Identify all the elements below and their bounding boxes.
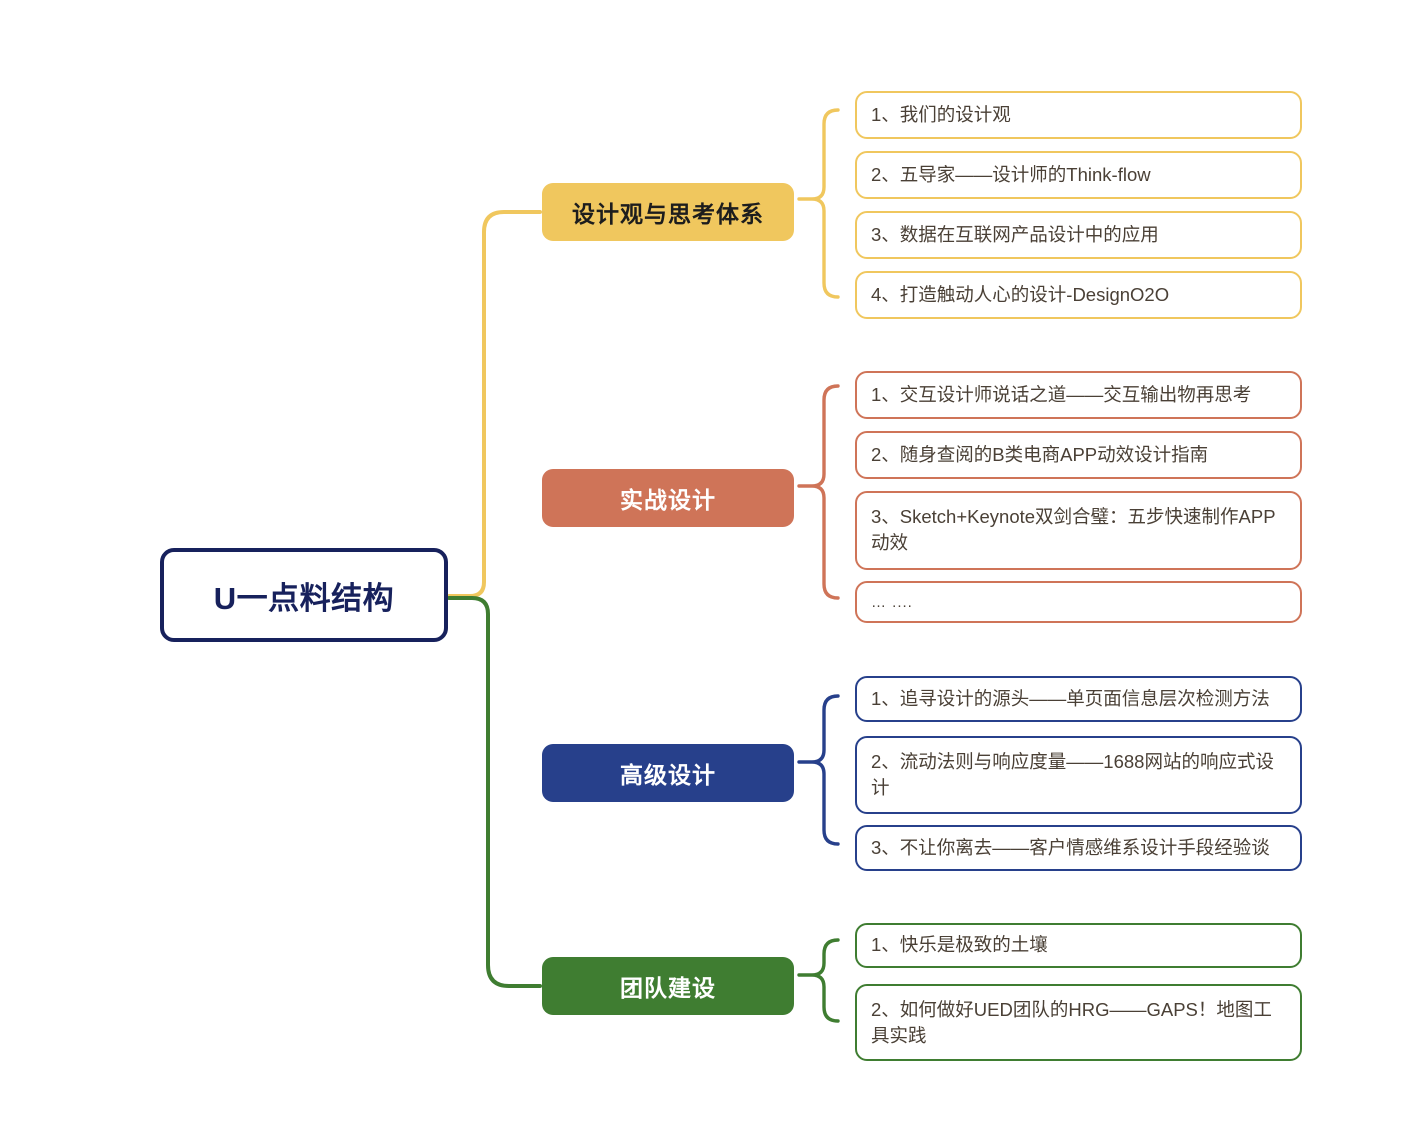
leaf-text: 3、Sketch+Keynote双剑合璧：五步快速制作APP动效 [871,506,1276,554]
leaf-node-3-2[interactable]: 2、流动法则与响应度量——1688网站的响应式设计 [855,736,1302,814]
connector-root-to-branch-1 [447,210,542,598]
leaf-node-1-2[interactable]: 2、五导家——设计师的Think-flow [855,151,1302,199]
leaf-node-2-4[interactable]: … .... [855,581,1302,623]
leaf-text: 2、随身查阅的B类电商APP动效设计指南 [871,443,1209,465]
leaf-text: 1、交互设计师说话之道——交互输出物再思考 [871,383,1252,405]
brace-branch-4 [797,938,840,1023]
leaf-text: 1、我们的设计观 [871,103,1011,125]
leaf-text: 2、如何做好UED团队的HRG——GAPS！地图工具实践 [871,999,1272,1047]
leaf-node-1-3[interactable]: 3、数据在互联网产品设计中的应用 [855,211,1302,259]
leaf-text: … .... [871,593,913,611]
brace-branch-2 [797,384,840,600]
leaf-text: 1、追寻设计的源头——单页面信息层次检测方法 [871,687,1270,709]
leaf-text: 2、流动法则与响应度量——1688网站的响应式设计 [871,751,1274,799]
leaf-node-2-3[interactable]: 3、Sketch+Keynote双剑合璧：五步快速制作APP动效 [855,491,1302,570]
leaf-node-4-1[interactable]: 1、快乐是极致的土壤 [855,923,1302,968]
leaf-node-1-4[interactable]: 4、打造触动人心的设计-DesignO2O [855,271,1302,319]
leaf-text: 1、快乐是极致的土壤 [871,934,1048,956]
leaf-text: 2、五导家——设计师的Think-flow [871,163,1151,185]
leaf-node-1-1[interactable]: 1、我们的设计观 [855,91,1302,139]
leaf-text: 4、打造触动人心的设计-DesignO2O [871,283,1170,305]
leaf-node-2-2[interactable]: 2、随身查阅的B类电商APP动效设计指南 [855,431,1302,479]
connector-root-to-branch-4 [447,596,542,988]
leaf-node-4-2[interactable]: 2、如何做好UED团队的HRG——GAPS！地图工具实践 [855,984,1302,1061]
leaf-node-3-3[interactable]: 3、不让你离去——客户情感维系设计手段经验谈 [855,825,1302,871]
brace-branch-3 [797,694,840,846]
leaf-text: 3、不让你离去——客户情感维系设计手段经验谈 [871,836,1270,858]
leaf-node-2-1[interactable]: 1、交互设计师说话之道——交互输出物再思考 [855,371,1302,419]
root-node[interactable]: U一点料结构 [160,548,448,642]
branch-node-team-building[interactable]: 团队建设 [542,957,794,1015]
brace-branch-1 [797,108,840,299]
leaf-node-3-1[interactable]: 1、追寻设计的源头——单页面信息层次检测方法 [855,676,1302,722]
branch-node-practical-design[interactable]: 实战设计 [542,469,794,527]
branch-node-design-view[interactable]: 设计观与思考体系 [542,183,794,241]
branch-node-advanced-design[interactable]: 高级设计 [542,744,794,802]
leaf-text: 3、数据在互联网产品设计中的应用 [871,223,1159,245]
